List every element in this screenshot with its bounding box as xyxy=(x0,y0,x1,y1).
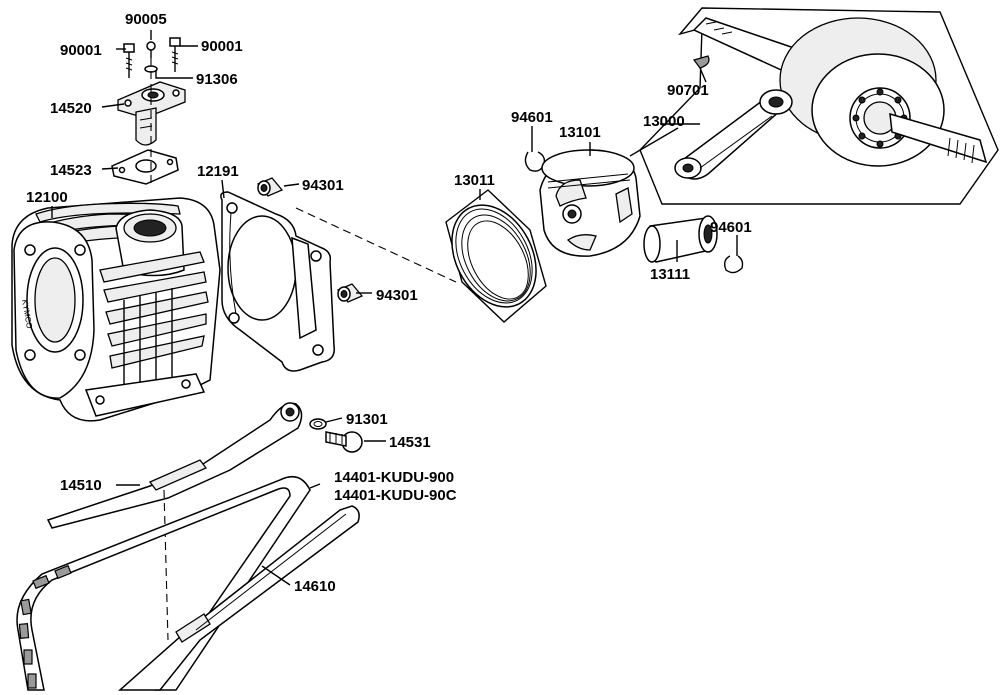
label-94301-bottom: 94301 xyxy=(376,287,418,304)
label-14510: 14510 xyxy=(60,477,102,494)
crankshaft-assembly xyxy=(639,7,999,205)
pivot-washer xyxy=(309,418,327,430)
label-14610: 14610 xyxy=(294,578,336,595)
cam-chain xyxy=(16,475,311,691)
cam-chain-tensioner-assembly xyxy=(111,37,186,188)
piston-ring-set xyxy=(445,189,547,323)
label-90005: 90005 xyxy=(125,11,167,28)
part-labels: 90005 90001 90001 91306 14520 14523 1210… xyxy=(26,11,752,595)
label-90001-left: 90001 xyxy=(60,42,102,59)
piston-circlip-right xyxy=(723,255,744,274)
cam-chain-tensioner-arm xyxy=(46,402,303,641)
piston xyxy=(539,149,641,257)
tensioner-screw xyxy=(146,41,156,58)
pivot-bolt xyxy=(325,431,363,453)
tensioner-gasket xyxy=(111,149,179,185)
label-12191: 12191 xyxy=(197,163,239,180)
label-91301: 91301 xyxy=(346,411,388,428)
tensioner-bolt-right xyxy=(169,37,181,72)
cam-chain-guide xyxy=(118,505,360,691)
label-14523: 14523 xyxy=(50,162,92,179)
label-14531: 14531 xyxy=(389,434,431,451)
piston-circlip-left xyxy=(524,151,546,172)
label-14520: 14520 xyxy=(50,100,92,117)
label-94601-right: 94601 xyxy=(710,219,752,236)
label-14401-kudu-90c: 14401-KUDU-90C xyxy=(334,487,457,504)
piston-pin xyxy=(643,215,718,263)
label-13101: 13101 xyxy=(559,124,601,141)
label-94601-left: 94601 xyxy=(511,109,553,126)
label-13011: 13011 xyxy=(454,172,495,189)
label-14401-kudu-900: 14401-KUDU-900 xyxy=(334,469,454,486)
dowel-pin-upper xyxy=(256,177,284,197)
label-12100: 12100 xyxy=(26,189,68,206)
label-94301-top: 94301 xyxy=(302,177,344,194)
tensioner-bolt-left xyxy=(123,43,135,78)
cylinder-block: KYMCO xyxy=(11,197,221,422)
label-91306: 91306 xyxy=(196,71,238,88)
leader-lines xyxy=(51,30,738,586)
dowel-pin-lower xyxy=(336,283,364,303)
woodruff-key xyxy=(692,55,710,69)
label-13000: 13000 xyxy=(643,113,685,130)
label-13111: 13111 xyxy=(650,266,690,283)
cylinder-gasket xyxy=(220,191,335,372)
label-90001-right: 90001 xyxy=(201,38,243,55)
label-90701: 90701 xyxy=(667,82,709,99)
cam-chain-links xyxy=(18,564,200,689)
